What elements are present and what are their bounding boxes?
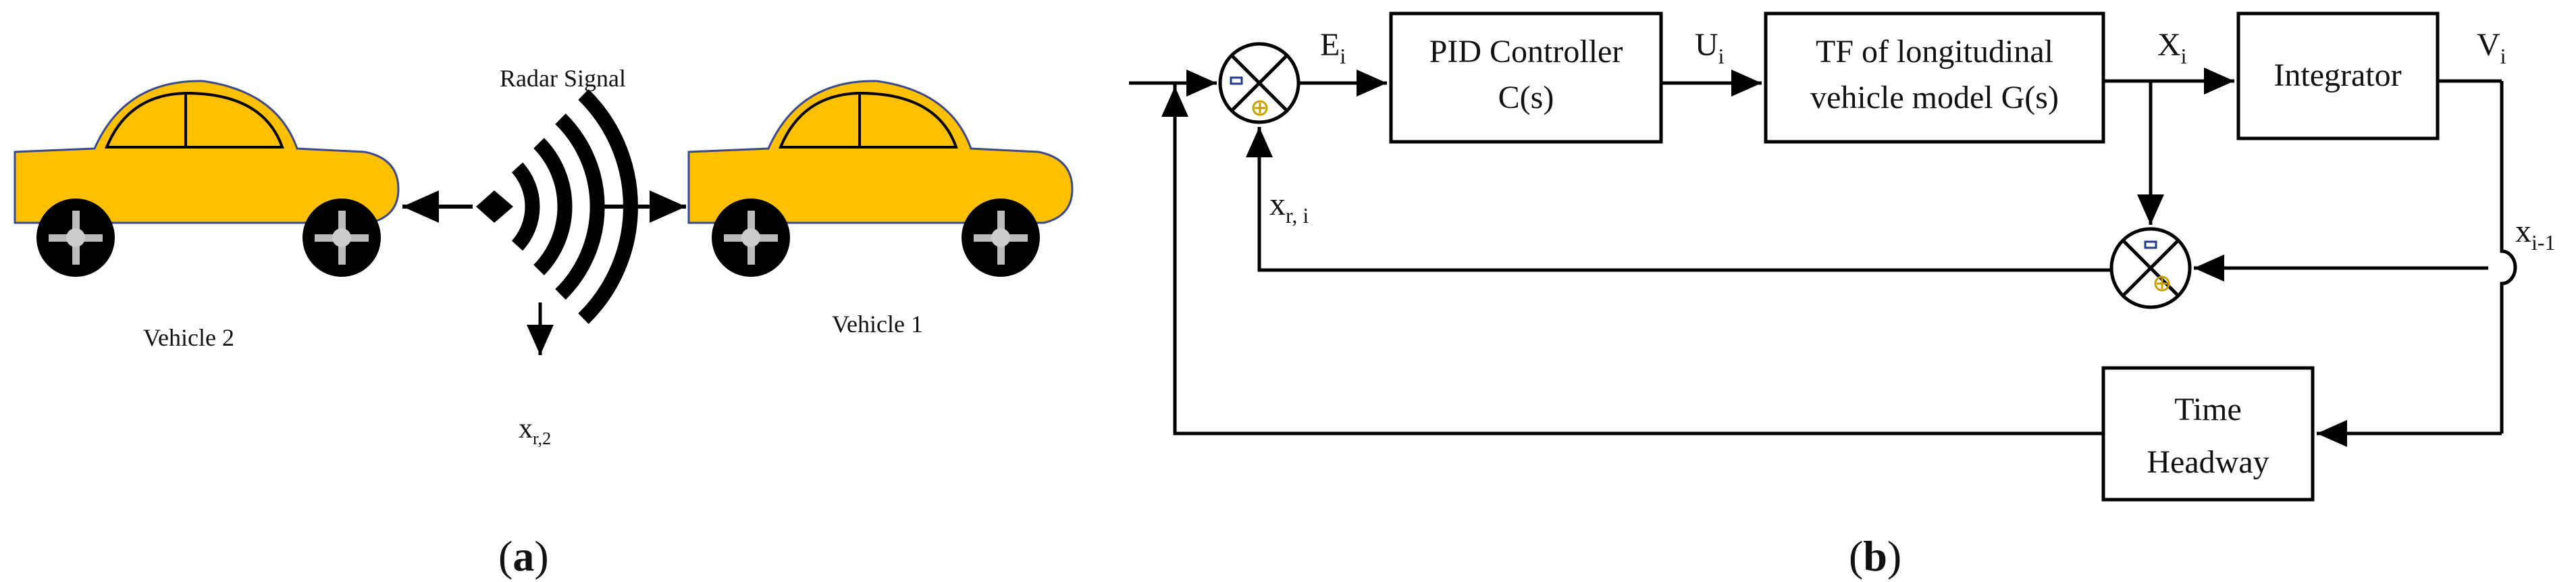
integrator-label: Integrator <box>2273 57 2401 93</box>
time-headway-label-line2: Headway <box>2147 444 2269 480</box>
wheel-icon <box>962 199 1040 277</box>
preceding-position-label: xi-1 <box>2515 213 2556 255</box>
wheel-icon <box>36 199 115 277</box>
velocity-label: Vi <box>2477 27 2506 68</box>
vehicle-2-car <box>14 80 400 277</box>
reference-distance-line <box>1246 127 2111 272</box>
pid-controller-label: PID Controller <box>1429 34 1623 70</box>
summing-junction-1 <box>1218 42 1300 124</box>
distance-label: xr,2 <box>519 413 551 448</box>
pid-controller-block <box>1389 11 1663 144</box>
radar-signal-label: Radar Signal <box>500 65 626 92</box>
wheel-icon <box>712 199 790 277</box>
plus-sign-icon <box>2154 275 2170 292</box>
vehicle-1-car <box>687 80 1074 277</box>
caption-b: (b) <box>1849 532 1901 580</box>
position-label: Xi <box>2157 27 2187 68</box>
minus-sign-icon <box>2144 240 2157 249</box>
vehicle-model-block <box>1764 11 2105 144</box>
integrator-block <box>2236 11 2440 140</box>
vehicle-1-label: Vehicle 1 <box>832 311 923 338</box>
panel-a: Radar Signal Vehicle 2 Vehicle 1 xr,2 (a… <box>14 65 1074 580</box>
headway-feedback-line <box>1173 83 2103 435</box>
panel-b: PID Controller C(s) TF of longitudinal v… <box>1129 11 2556 580</box>
wheel-icon <box>303 199 381 277</box>
vehicle-model-label-line2: vehicle model G(s) <box>1810 80 2059 115</box>
error-label: Ei <box>1320 27 1346 68</box>
minus-sign-icon <box>1230 76 1243 85</box>
control-label: Ui <box>1695 27 1725 68</box>
vehicle-2-label: Vehicle 2 <box>143 324 234 351</box>
summing-junction-2 <box>2109 227 2192 309</box>
plus-sign-icon <box>1252 100 1268 116</box>
caption-a: (a) <box>498 532 549 580</box>
time-headway-block <box>2101 366 2315 502</box>
velocity-feedback-line <box>2500 81 2517 433</box>
time-headway-label-line1: Time <box>2174 392 2242 427</box>
reference-distance-label: xr, i <box>1269 186 1309 228</box>
pid-transfer-label: C(s) <box>1498 80 1554 115</box>
vehicle-model-label-line1: TF of longitudinal <box>1816 34 2053 70</box>
